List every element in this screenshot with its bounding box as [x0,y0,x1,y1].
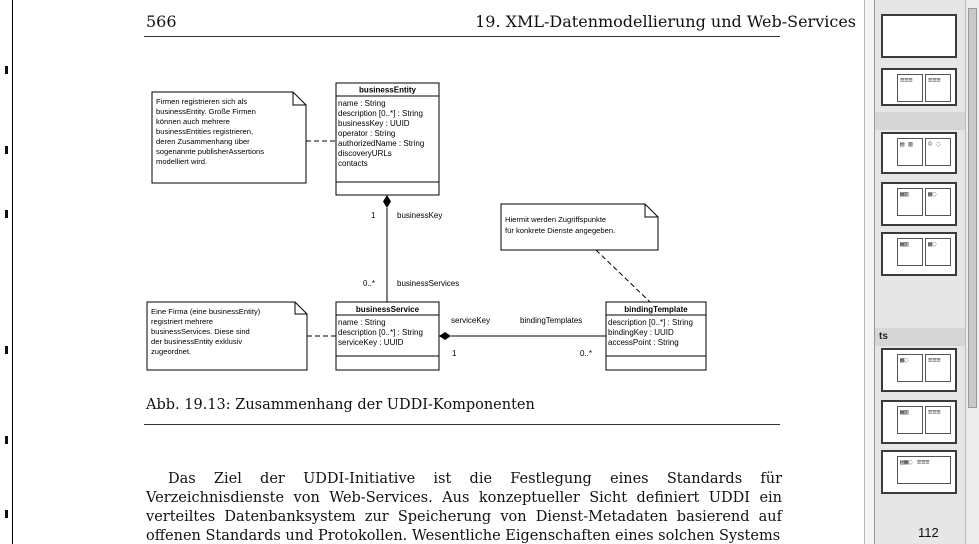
thumbnail-icon: ▦▥ [897,188,923,216]
thumbnail-icon: ☺ ◌ [925,138,951,166]
class-business-service: businessService name : String descriptio… [335,301,440,371]
page-left-border [12,0,13,544]
uml-diagram: businessEntity name : String description… [146,82,707,371]
thumbnail-icon: ▦◌ [925,188,951,216]
class-attribute: businessKey : UUID [338,119,410,128]
class-attribute: bindingKey : UUID [608,328,674,337]
note-line: sogenannte publisherAssertions [156,147,264,156]
class-attribute: contacts [338,159,368,168]
section-label: ts [875,328,966,346]
multiplicity-label: 1 [452,349,457,358]
note-business-entity: Firmen registrieren sich als businessEnt… [151,91,307,184]
note-line: registriert mehrere [151,317,213,326]
margin-marker [5,66,8,74]
thumbnail-icon: ≡≡≡ [925,74,951,102]
thumbnail[interactable]: ▤ ▥ ☺ ◌ [881,132,957,174]
panel-divider[interactable] [864,0,875,544]
class-attribute: description [0..*] : String [338,328,423,337]
thumbnail-icon: ≡≡≡ [925,406,951,434]
multiplicity-label: 1 [371,211,376,220]
class-attribute: operator : String [338,129,395,138]
class-attribute: accessPoint : String [608,338,679,347]
thumbnail-icon: ▦◌ [897,354,923,382]
note-business-service: Eine Firma (eine businessEntity) registr… [146,301,308,371]
section-label [875,112,966,130]
class-attribute: discoveryURLs [338,149,392,158]
note-line: können auch mehrere [156,117,230,126]
thumbnail-icon: ▦▥ [897,238,923,266]
page-number-indicator: 112 [918,525,939,540]
thumbnail-icon: ▦▥ [897,406,923,434]
class-attribute: description [0..*] : String [608,318,693,327]
class-title: businessService [356,305,420,314]
note-line: der businessEntity exklusiv [151,337,242,346]
margin-marker [5,510,8,518]
thumbnail-icon: ≡≡≡ [925,354,951,382]
class-attribute: serviceKey : UUID [338,338,404,347]
class-attribute: authorizedName : String [338,139,424,148]
thumbnail-icon: ▦◌ [925,238,951,266]
margin-marker [5,146,8,154]
thumbnail-icon: ≡≡≡ [897,74,923,102]
thumbnail[interactable]: ▦▥ ▦◌ [881,182,957,226]
scrollbar-thumb[interactable] [968,8,977,408]
class-title: bindingTemplate [624,305,688,314]
thumbnail[interactable]: ▦▥ ≡≡≡ [881,400,957,444]
multiplicity-label: 0..* [580,349,592,358]
thumbnail[interactable]: ▦▥ ▦◌ [881,232,957,276]
role-label: serviceKey [451,316,490,325]
class-attribute: name : String [338,99,386,108]
caption-rule [144,424,780,425]
note-connector [595,249,651,303]
note-line: businessEntities registrieren, [156,127,253,136]
role-label: bindingTemplates [520,316,582,325]
note-line: businessEntity. Große Firmen [156,107,256,116]
thumbnail[interactable]: ≡≡≡ ≡≡≡ [881,68,957,106]
note-line: für konkrete Dienste angegeben. [505,226,615,235]
composition-entity-service [383,195,391,302]
note-line: businessServices. Diese sind [151,327,250,336]
note-line: Hiermit werden Zugriffspunkte [505,215,606,224]
class-business-entity: businessEntity name : String description… [335,82,440,196]
note-line: modelliert wird. [156,157,207,166]
multiplicity-label: 0..* [363,279,375,288]
note-line: Firmen registrieren sich als [156,97,247,106]
class-attribute: description [0..*] : String [338,109,423,118]
note-line: Eine Firma (eine businessEntity) [151,307,261,316]
class-attribute: name : String [338,318,386,327]
thumbnail-icon: ▤ ▥ [897,138,923,166]
role-label: businessKey [397,211,442,220]
thumbnail-panel: ≡≡≡ ≡≡≡ ▤ ▥ ☺ ◌ ▦▥ ▦◌ ▦▥ ▦◌ ts ▦◌ ≡≡≡ ▦▥… [874,0,966,544]
document-page: 566 19. XML-Datenmodellierung und Web-Se… [14,0,864,544]
header-rule [144,36,780,37]
figure-caption: Abb. 19.13: Zusammenhang der UDDI-Kompon… [146,397,535,413]
class-title: businessEntity [359,86,416,95]
thumbnail-icon: ▤▦◌ ≡≡≡ [897,456,951,484]
margin-marker [5,210,8,218]
left-margin-strip [0,0,14,544]
role-label: businessServices [397,279,459,288]
margin-marker [5,346,8,354]
composition-service-binding [439,332,606,340]
thumbnail[interactable]: ▤▦◌ ≡≡≡ [881,450,957,494]
note-line: zugeordnet. [151,347,191,356]
margin-marker [5,436,8,444]
note-binding-template: Hiermit werden Zugriffspunkte für konkre… [500,203,659,251]
body-text: Das Ziel der UDDI-Initiative ist die Fes… [146,470,782,544]
chapter-title-header: 19. XML-Datenmodellierung und Web-Servic… [475,12,856,31]
body-paragraph: Das Ziel der UDDI-Initiative ist die Fes… [146,471,782,544]
page-number-header: 566 [146,12,177,31]
note-line: deren Zusammenhang über [156,137,250,146]
thumbnail[interactable] [881,14,957,58]
class-binding-template: bindingTemplate description [0..*] : Str… [605,301,707,371]
vertical-scrollbar[interactable] [965,0,979,544]
thumbnail[interactable]: ▦◌ ≡≡≡ [881,348,957,392]
